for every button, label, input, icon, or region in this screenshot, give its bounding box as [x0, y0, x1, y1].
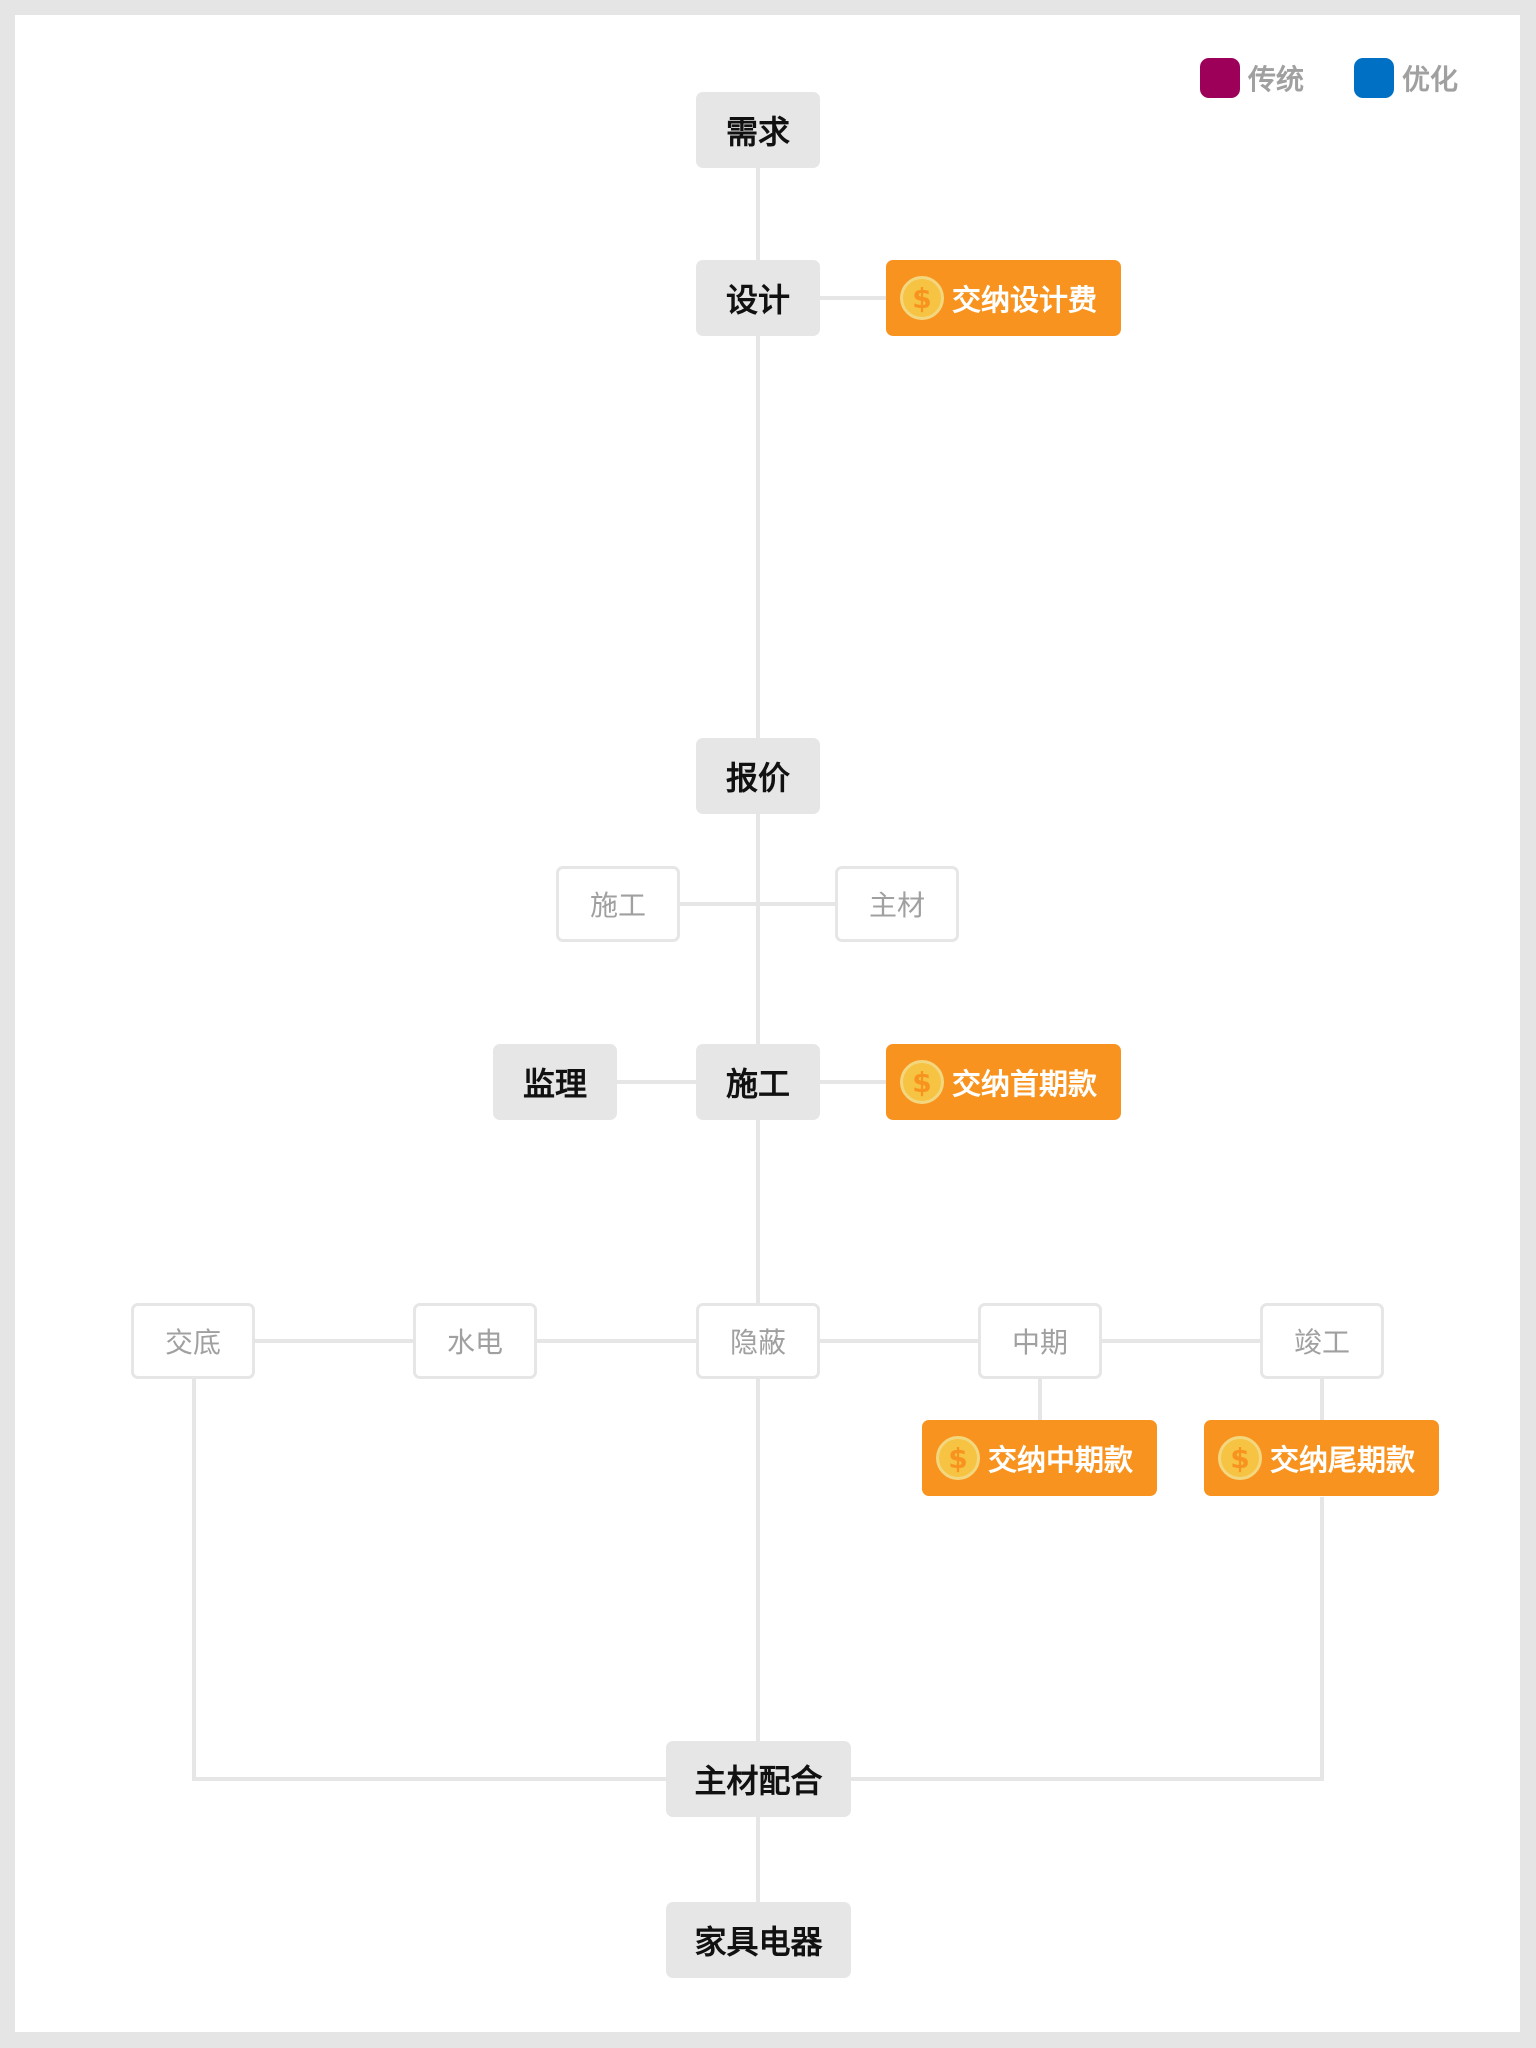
node-stage-concealed: 隐蔽 — [696, 1303, 820, 1379]
node-main-material-coordination: 主材配合 — [666, 1741, 851, 1817]
node-stage-completion: 竣工 — [1260, 1303, 1384, 1379]
coin-icon: $ — [1218, 1436, 1262, 1480]
legend-label: 优化 — [1402, 63, 1459, 96]
legend-label: 传统 — [1248, 63, 1305, 96]
coin-icon: $ — [900, 276, 944, 320]
payment-label: 交纳中期款 — [988, 1443, 1134, 1477]
payment-label: 交纳首期款 — [952, 1067, 1098, 1101]
legend-item-optimized: 优化 — [1354, 58, 1458, 98]
completion-loop-connector — [850, 1497, 1324, 1781]
node-design: 设计 — [696, 260, 820, 336]
node-quote-main-material: 主材 — [835, 866, 959, 942]
payment-final: $ 交纳尾期款 — [1204, 1420, 1439, 1496]
traditional-swatch — [1200, 58, 1240, 98]
node-quote: 报价 — [696, 738, 820, 814]
coin-icon: $ — [936, 1436, 980, 1480]
node-demand: 需求 — [696, 92, 820, 168]
node-stage-midterm: 中期 — [978, 1303, 1102, 1379]
handover-loop-connector — [192, 1378, 668, 1781]
legend-item-traditional: 传统 — [1200, 58, 1304, 98]
payment-label: 交纳尾期款 — [1270, 1443, 1416, 1477]
node-supervision: 监理 — [493, 1044, 617, 1120]
optimized-swatch — [1354, 58, 1394, 98]
node-stage-handover: 交底 — [131, 1303, 255, 1379]
node-stage-plumbing-electric: 水电 — [413, 1303, 537, 1379]
node-quote-construction: 施工 — [556, 866, 680, 942]
payment-label: 交纳设计费 — [952, 283, 1098, 317]
payment-mid: $ 交纳中期款 — [922, 1420, 1157, 1496]
coin-icon: $ — [900, 1060, 944, 1104]
node-construction: 施工 — [696, 1044, 820, 1120]
payment-first: $ 交纳首期款 — [886, 1044, 1121, 1120]
node-furniture-appliances: 家具电器 — [666, 1902, 851, 1978]
payment-design-fee: $ 交纳设计费 — [886, 260, 1121, 336]
diagram-canvas — [15, 15, 1520, 2032]
